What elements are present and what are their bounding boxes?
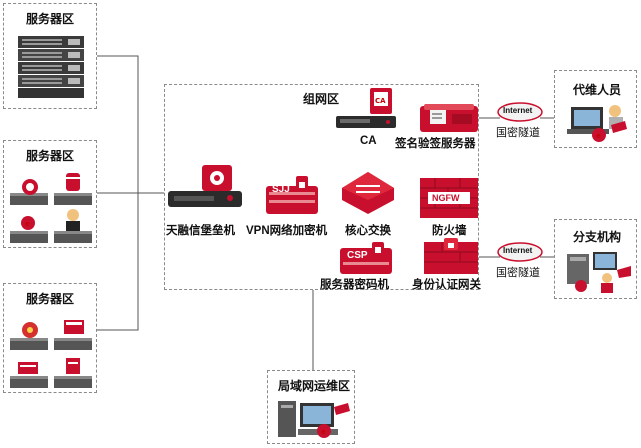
- server-crypto-icon: [340, 242, 392, 274]
- bastion-host-icon: [168, 165, 242, 207]
- sign-verify-server-icon: [420, 104, 478, 132]
- internet-top-label: Internet: [503, 106, 533, 115]
- internet-cloud-icon: [497, 242, 543, 262]
- link-server3: [96, 193, 139, 331]
- core-switch-icon: [342, 172, 394, 214]
- lan-ops-label: 局域网运维区: [278, 379, 351, 393]
- server-zone-2: 服务器区 e: [3, 140, 97, 248]
- server-cluster-icon: e: [10, 173, 92, 243]
- csp-mark: CSP: [347, 250, 368, 261]
- identity-gateway-label: 身份认证网关: [412, 279, 481, 291]
- branch-label: 分支机构: [573, 230, 622, 244]
- internet-cloud-icon: [497, 102, 543, 122]
- ops-staff-zone: 代维人员 e: [554, 70, 637, 148]
- vpn-label: VPN网络加密机: [246, 225, 328, 237]
- core-switch-label: 核心交换: [345, 225, 391, 237]
- ca-mark: CA: [375, 97, 386, 105]
- server-zone-3-label: 服务器区: [26, 292, 75, 306]
- server-crypto-label: 服务器密码机: [320, 279, 389, 291]
- identity-gateway-icon: [424, 238, 478, 274]
- server-zone-1: 服务器区: [3, 3, 97, 109]
- sjj-mark: SJJ: [272, 184, 290, 195]
- workstation-icon: e: [278, 401, 350, 438]
- branch-zone: 分支机构: [554, 219, 637, 299]
- laptop-user-icon: e: [567, 105, 627, 142]
- server-cluster-icon: [10, 320, 92, 388]
- sign-verify-label: 签名验签服务器: [395, 138, 476, 150]
- ops-staff-label: 代维人员: [573, 83, 622, 97]
- server-rack-icon: [18, 36, 84, 98]
- tunnel-bottom-label: 国密隧道: [496, 267, 540, 279]
- server-zone-3: 服务器区: [3, 283, 97, 393]
- svg-text:e: e: [596, 132, 601, 140]
- ngfw-mark: NGFW: [432, 193, 460, 203]
- bastion-label: 天融信堡垒机: [166, 225, 235, 237]
- link-server1: [96, 55, 139, 193]
- branch-office-icon: [567, 252, 631, 293]
- internet-bottom-label: Internet: [503, 246, 533, 255]
- lan-ops-zone: 局域网运维区 e: [267, 370, 355, 444]
- ca-label: CA: [360, 135, 377, 147]
- tunnel-top-label: 国密隧道: [496, 127, 540, 139]
- svg-text:e: e: [321, 428, 326, 436]
- server-zone-1-label: 服务器区: [26, 12, 75, 26]
- firewall-icon: [420, 178, 478, 218]
- svg-text:e: e: [25, 220, 30, 228]
- ca-server-icon: CA: [336, 88, 396, 128]
- network-zone-label: 组网区: [303, 92, 340, 106]
- server-zone-2-label: 服务器区: [26, 149, 75, 163]
- firewall-label: 防火墙: [432, 225, 467, 237]
- vpn-encryptor-icon: [266, 176, 318, 214]
